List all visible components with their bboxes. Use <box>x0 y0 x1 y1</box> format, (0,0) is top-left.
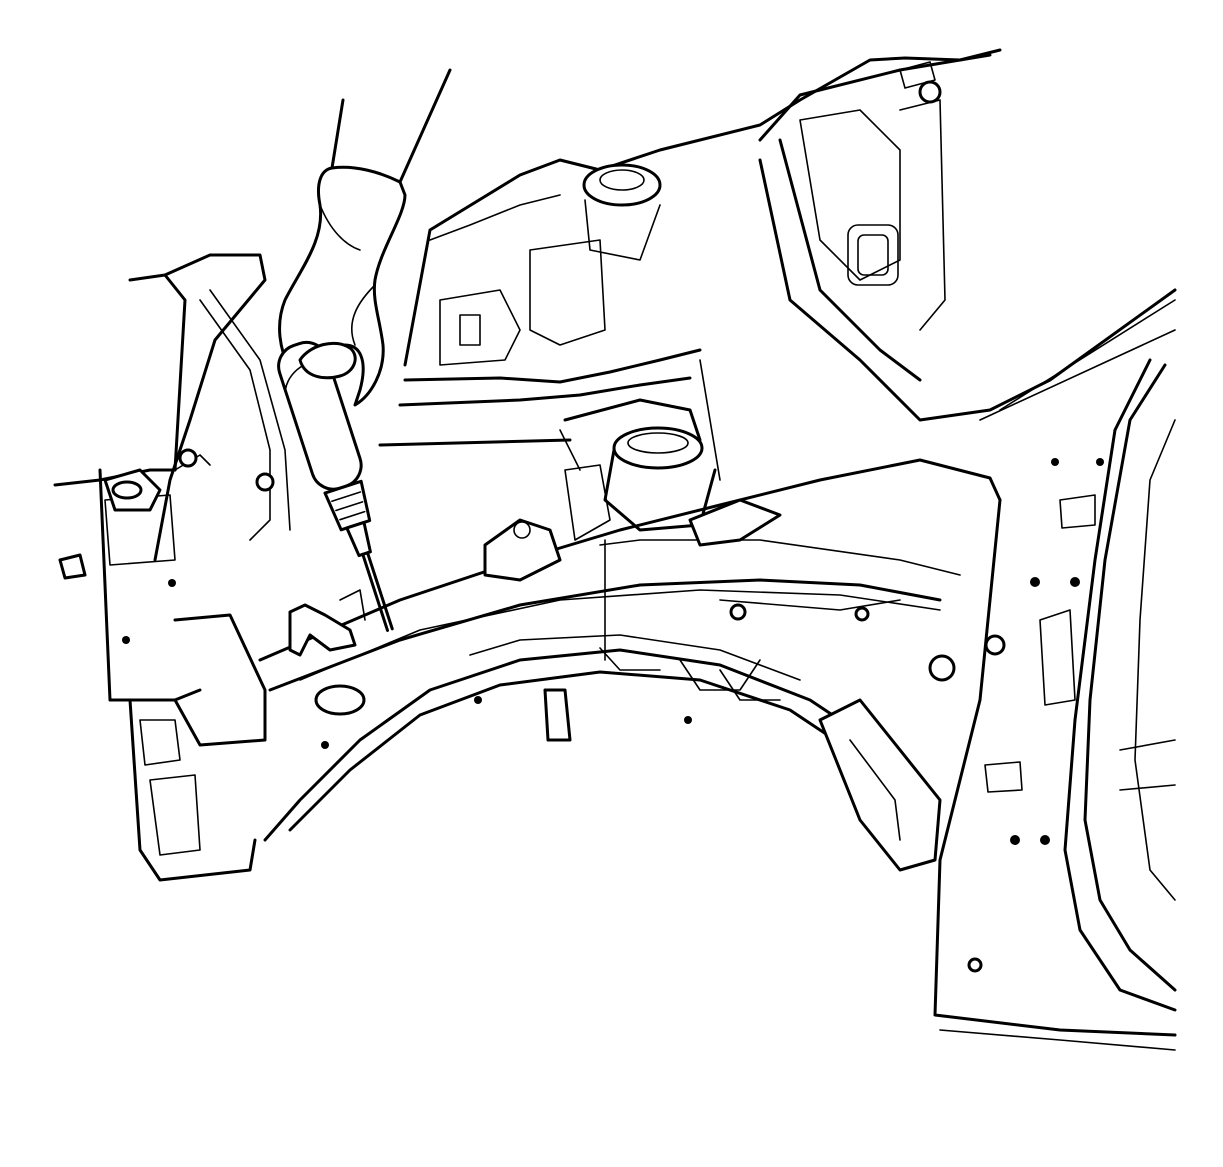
reference-lines <box>378 359 721 661</box>
wheelhouse-arch <box>263 634 942 872</box>
latch-bracket <box>288 589 366 657</box>
mount-bracket <box>483 518 562 582</box>
strut-tower-lower <box>483 398 782 582</box>
strut-mount-lower <box>612 426 704 470</box>
upper-body-structure <box>398 53 992 407</box>
front-pillar-lower <box>818 698 942 872</box>
radiator-support <box>53 253 291 882</box>
drill-bit <box>361 552 390 632</box>
rail-large-hole <box>928 654 956 682</box>
upper-rail <box>258 458 1104 692</box>
tower-bracket <box>688 498 782 547</box>
body-side-rocker <box>933 358 1177 1051</box>
hinge-pillar-assembly <box>758 48 1177 422</box>
strut-mount-upper <box>582 163 662 207</box>
hand-drill-icon <box>277 68 452 632</box>
